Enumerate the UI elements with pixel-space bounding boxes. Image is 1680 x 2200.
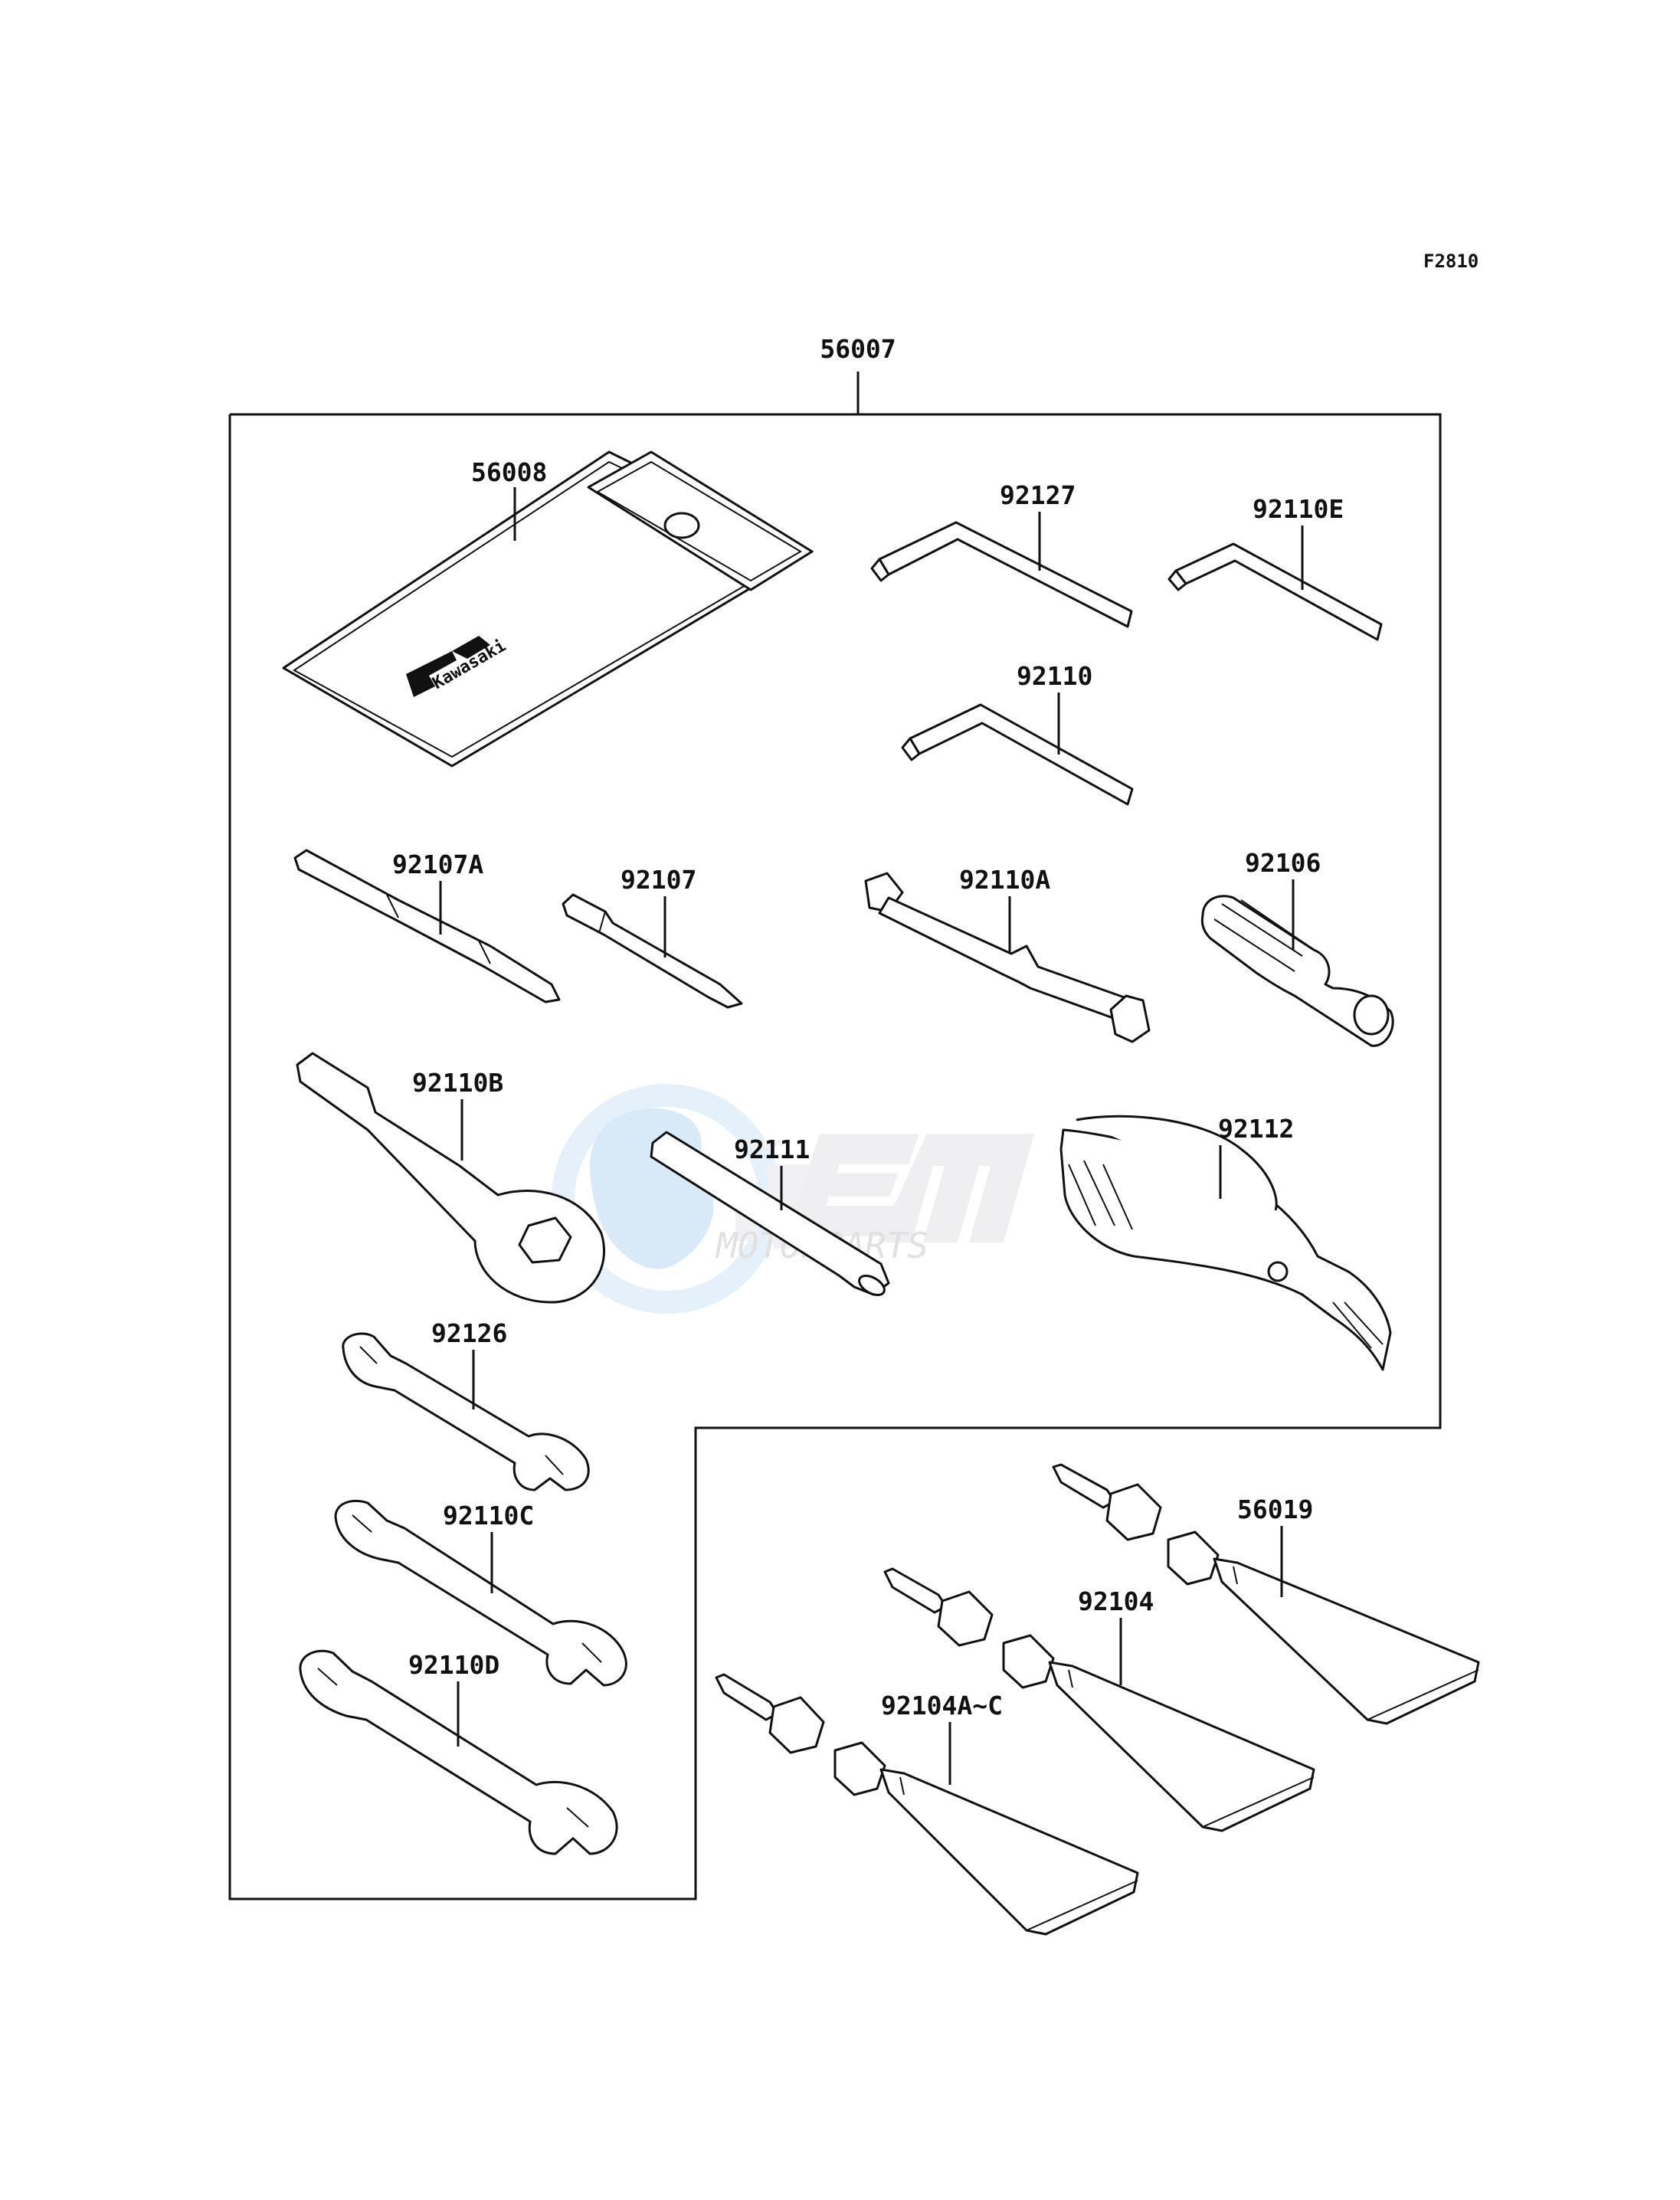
tool-bag-drawing: Kawasaki [282, 450, 814, 768]
part-label-92110D: 92110D [408, 1650, 499, 1680]
ring-wrench-92110B-drawing [296, 1052, 606, 1304]
part-label-92104: 92104 [1078, 1586, 1154, 1616]
figure-code: F2810 [1423, 250, 1479, 272]
part-label-92104A-C: 92104A~C [881, 1691, 1003, 1720]
part-label-92107: 92107 [621, 865, 696, 895]
extension-bar-92111-drawing [650, 1131, 890, 1296]
spark-plug-wrench-92110A-drawing [864, 872, 1151, 1043]
assembly-frame [228, 413, 1442, 1900]
part-label-56019: 56019 [1237, 1494, 1313, 1524]
part-label-56008: 56008 [471, 457, 547, 487]
open-end-wrench-92126-drawing [342, 1332, 590, 1491]
tube-92104A-C-drawing [715, 1673, 1139, 1936]
part-label-92126: 92126 [431, 1318, 507, 1348]
part-label-92111: 92111 [734, 1134, 810, 1164]
part-label-92110A: 92110A [959, 865, 1050, 895]
screwdriver-handle-92106-drawing [1200, 895, 1394, 1047]
part-label-92110B: 92110B [412, 1068, 503, 1098]
part-label-92110C: 92110C [443, 1501, 534, 1531]
part-label-92110: 92110 [1017, 661, 1092, 691]
hex-wrench-92110E-drawing [1167, 542, 1383, 641]
open-end-wrench-92110D-drawing [299, 1649, 618, 1855]
part-label-92107A: 92107A [392, 850, 483, 879]
part-label-92127: 92127 [1000, 480, 1076, 510]
tube-92104-drawing [883, 1567, 1315, 1832]
part-label-92112: 92112 [1218, 1114, 1294, 1144]
hex-wrench-92110-drawing [901, 703, 1134, 806]
screwdriver-bit-92107A-drawing [293, 849, 561, 1003]
tube-56019-drawing [1052, 1463, 1480, 1725]
hex-wrench-92127-drawing [870, 521, 1133, 628]
part-label-92106: 92106 [1245, 848, 1321, 878]
part-label-92110E: 92110E [1253, 494, 1344, 524]
assembly-part-label: 56007 [820, 334, 896, 364]
pliers-92112-drawing [1059, 1115, 1392, 1371]
open-end-wrench-92110C-drawing [334, 1499, 627, 1687]
oem-watermark: MOTORPARTS [552, 1084, 1034, 1314]
screwdriver-bit-92107-drawing [562, 893, 743, 1009]
